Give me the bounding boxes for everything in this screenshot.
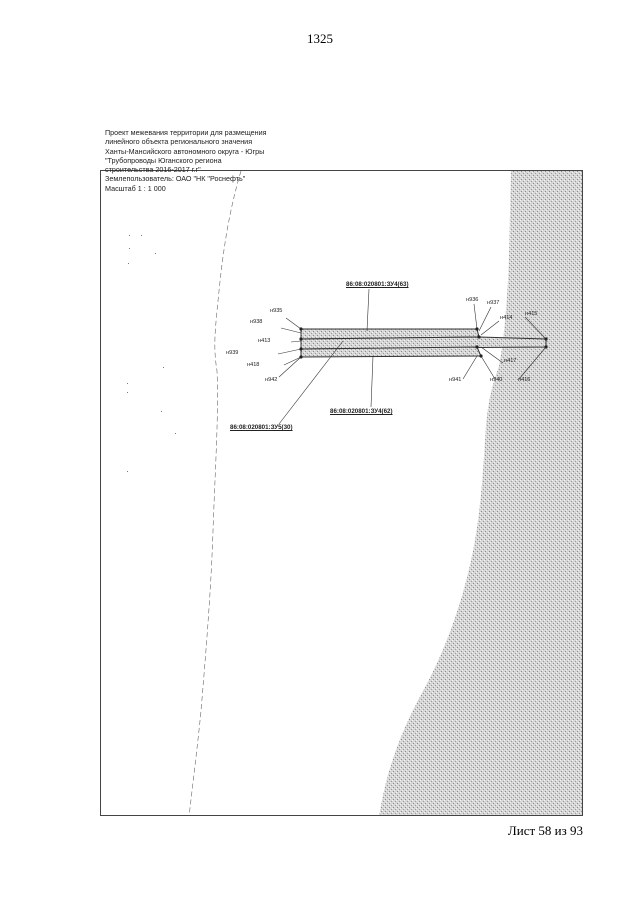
title-line: Проект межевания территории для размещен… — [105, 128, 267, 137]
title-line: Ханты-Мансийского автономного округа - Ю… — [105, 146, 265, 156]
point-label-n937: н937 — [487, 300, 500, 306]
point-label-n414: н414 — [500, 315, 513, 321]
point-label-n415: н415 — [525, 311, 538, 317]
point-label-n417: н417 — [504, 358, 517, 364]
title-line: "Трубопроводы Юганского региона — [105, 155, 222, 165]
point-label-n941: н941 — [449, 377, 462, 383]
point-label-n418: н418 — [247, 362, 260, 368]
point-label-n942: н942 — [265, 377, 278, 383]
stippled-area — [379, 171, 582, 815]
parcel-label-zu5-30: 86:08:020801:ЗУ5(30) — [230, 424, 293, 431]
left-boundary-line — [188, 171, 242, 815]
point-label-n939: н939 — [226, 350, 239, 356]
title-line: линейного объекта регионального значения — [105, 137, 253, 147]
point-label-n935: н935 — [270, 308, 283, 314]
corridor-zu5-30 — [300, 336, 547, 350]
point-label-n416: н416 — [518, 377, 531, 383]
point-label-n940: н940 — [490, 377, 503, 383]
parcel-label-zu4-63: 86:08:020801:ЗУ4(63) — [346, 281, 409, 288]
vertex-dots — [299, 327, 548, 359]
scatter-dots — [127, 235, 176, 472]
title-line: строительства 2016-2017 г.г" — [105, 165, 201, 175]
parcel-label-zu4-62: 86:08:020801:ЗУ4(62) — [330, 408, 393, 415]
map-drawing — [127, 171, 582, 815]
point-label-n413: н413 — [258, 338, 271, 344]
page-number: 1325 — [307, 31, 333, 46]
point-label-n938: н938 — [250, 319, 263, 325]
title-block: Проект межевания территории для размещен… — [105, 128, 267, 193]
corridor-zu4-62 — [300, 346, 482, 358]
map-frame — [100, 170, 583, 816]
title-line: Землепользователь: ОАО "НК "Роснефть" — [105, 174, 246, 184]
leader-lines — [277, 288, 547, 425]
title-line: Масштаб 1 : 1 000 — [105, 183, 166, 193]
point-label-n936: н936 — [466, 297, 479, 303]
sheet-footer: Лист 58 из 93 — [507, 823, 583, 838]
